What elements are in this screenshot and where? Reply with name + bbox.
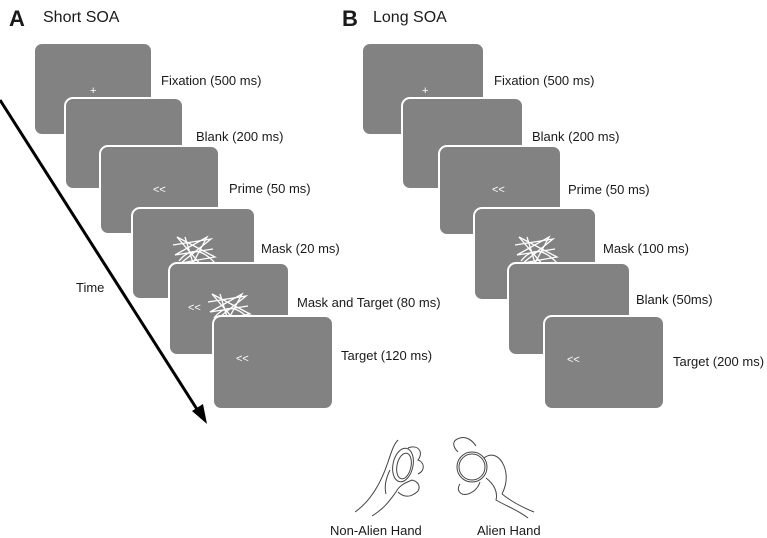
label-b-blank: Blank (200 ms) (532, 129, 620, 144)
mask-pattern (172, 235, 217, 265)
label-a-prime: Prime (50 ms) (229, 181, 311, 196)
label-b-mask: Mask (100 ms) (603, 241, 689, 256)
screen-b-target: << (543, 315, 665, 410)
screen-a-target: << (212, 315, 334, 410)
label-a-mask: Mask (20 ms) (261, 241, 340, 256)
mask-pattern (514, 235, 559, 265)
non-alien-hand-caption: Non-Alien Hand (330, 523, 422, 538)
label-b-prime: Prime (50 ms) (568, 182, 650, 197)
label-a-mask-target: Mask and Target (80 ms) (297, 295, 441, 310)
fixation-cross: + (90, 85, 97, 97)
label-b-fixation: Fixation (500 ms) (494, 73, 595, 88)
panel-b-letter: B (342, 6, 358, 31)
prime-arrows: << (153, 184, 166, 196)
panel-a-title: Short SOA (43, 9, 120, 26)
label-a-target: Target (120 ms) (341, 348, 433, 363)
label-b-target: Target (200 ms) (673, 354, 765, 369)
label-a-blank: Blank (200 ms) (196, 129, 284, 144)
target-arrows: << (567, 354, 580, 366)
fixation-cross: + (422, 85, 429, 97)
prime-arrows: << (492, 184, 505, 196)
alien-hand-caption: Alien Hand (477, 523, 541, 538)
panel-a-letter: A (9, 6, 25, 31)
label-a-fixation: Fixation (500 ms) (161, 73, 262, 88)
time-label: Time (76, 280, 105, 295)
label-b-blank-2: Blank (50ms) (636, 292, 713, 307)
target-arrows: << (188, 302, 201, 314)
non-alien-hand-icon (354, 439, 424, 517)
target-arrows: << (236, 353, 249, 365)
alien-hand-icon (453, 437, 535, 519)
panel-b-title: Long SOA (373, 9, 447, 26)
